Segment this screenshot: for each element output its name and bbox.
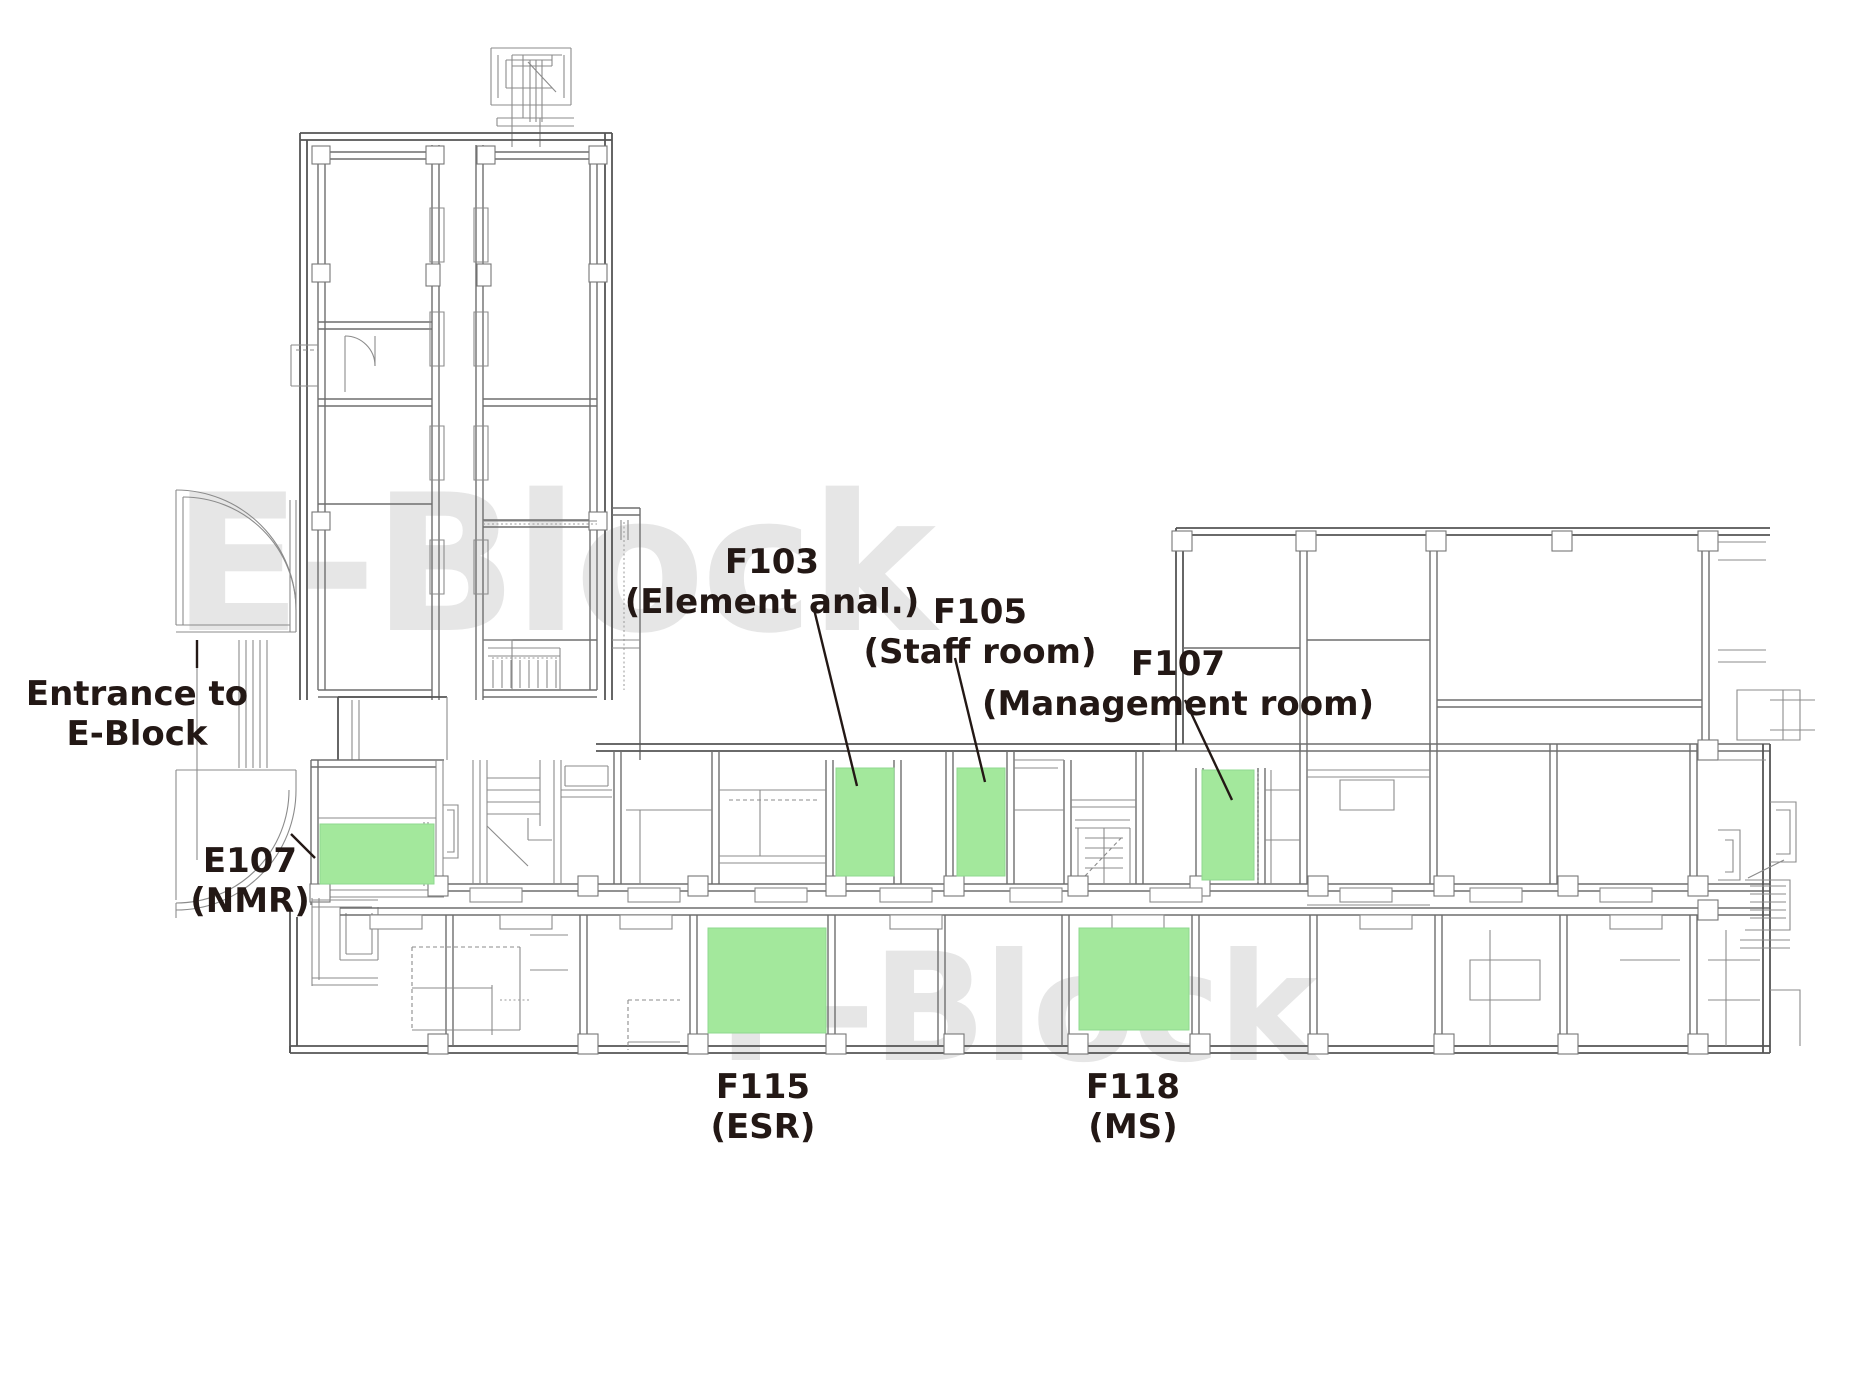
leader-lines-layer xyxy=(195,604,1234,859)
label-entrance-line2: E-Block xyxy=(66,714,208,754)
label-f115: F115 (ESR) xyxy=(711,1067,816,1147)
leader-f107 xyxy=(1183,699,1234,801)
label-entrance: Entrance to E-Block xyxy=(26,674,248,754)
label-f115-line2: (ESR) xyxy=(711,1107,816,1147)
highlight-room-f118[interactable] xyxy=(1078,927,1190,1031)
label-e107-line2: (NMR) xyxy=(190,881,310,921)
leader-e107 xyxy=(290,833,316,859)
label-f107-line2: (Management room) xyxy=(982,684,1374,724)
label-f105-line2: (Staff room) xyxy=(863,632,1096,672)
label-f105: F105 (Staff room) xyxy=(863,592,1096,672)
labels-layer: Entrance to E-Block E107 (NMR) F103 (Ele… xyxy=(26,542,1374,1147)
e-block-plan xyxy=(175,47,641,986)
label-f107-line1: F107 xyxy=(1131,644,1225,684)
label-f118-line2: (MS) xyxy=(1088,1107,1177,1147)
label-f118: F118 (MS) xyxy=(1086,1067,1180,1147)
label-e107-line1: E107 xyxy=(203,841,297,881)
label-f103-line2: (Element anal.) xyxy=(625,582,919,622)
f-block-plan xyxy=(289,527,1815,1055)
leader-f103 xyxy=(811,604,859,787)
label-f103-line1: F103 xyxy=(725,542,819,582)
highlight-room-f107[interactable] xyxy=(1201,769,1255,881)
label-f103: F103 (Element anal.) xyxy=(625,542,919,622)
leader-f105 xyxy=(953,657,987,783)
label-f105-line1: F105 xyxy=(933,592,1027,632)
label-entrance-line1: Entrance to xyxy=(26,674,248,714)
label-f107: F107 (Management room) xyxy=(982,644,1374,724)
highlight-room-f103[interactable] xyxy=(835,767,895,877)
highlight-room-f105[interactable] xyxy=(956,767,1006,877)
label-f115-line1: F115 xyxy=(716,1067,810,1107)
highlight-room-e107[interactable] xyxy=(319,823,435,885)
highlighted-rooms-layer xyxy=(319,767,1255,1034)
highlight-room-f115[interactable] xyxy=(707,927,827,1034)
label-f118-line1: F118 xyxy=(1086,1067,1180,1107)
label-e107: E107 (NMR) xyxy=(190,841,310,921)
